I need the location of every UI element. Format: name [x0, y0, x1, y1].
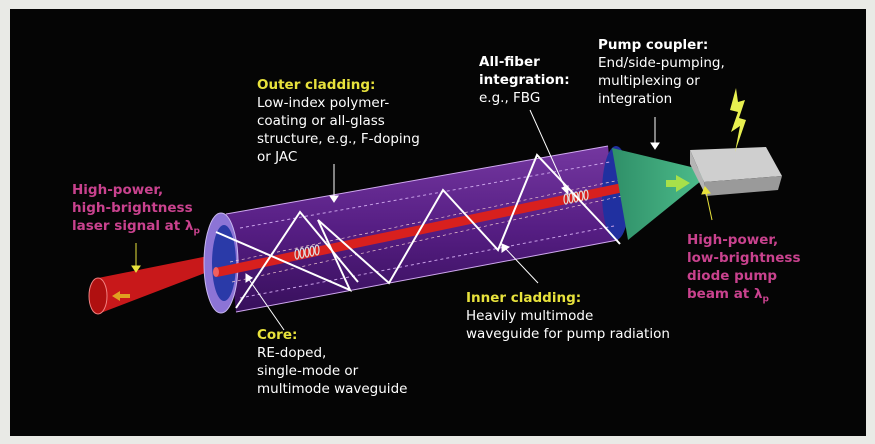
outer-cladding-label: Outer cladding: Low-index polymer- coati…	[257, 76, 420, 166]
subscript: p	[762, 294, 769, 305]
pump-diode-box	[690, 147, 782, 196]
label-line: multimode waveguide	[257, 381, 408, 397]
label-line: multiplexing or	[598, 73, 700, 89]
lightning-icon	[730, 88, 746, 152]
arrow-left-icon	[112, 291, 130, 301]
pump-beam-label: High-power, low-brightness diode pump be…	[687, 231, 801, 309]
label-line: Heavily multimode	[466, 308, 594, 324]
pump-ray-path-2	[235, 210, 359, 309]
label-line: beam at λ	[687, 286, 763, 302]
pointer-lines-yellow	[131, 186, 713, 273]
label-line: laser signal at λ	[72, 218, 194, 234]
core-heading: Core:	[257, 327, 298, 343]
label-line: structure, e.g., F-doping	[257, 131, 420, 147]
pump-coupler-label: Pump coupler: End/side-pumping, multiple…	[598, 36, 725, 108]
pump-coupler-cone	[612, 148, 712, 240]
label-line: High-power,	[687, 232, 779, 248]
pump-coupler-heading: Pump coupler:	[598, 37, 709, 53]
subscript: p	[193, 226, 200, 237]
core-label: Core: RE-doped, single-mode or multimode…	[257, 326, 407, 398]
label-line: High-power,	[72, 182, 164, 198]
inner-cladding-label: Inner cladding: Heavily multimode wavegu…	[466, 289, 670, 343]
pointer-lines	[245, 109, 660, 331]
label-line: integration	[598, 91, 673, 107]
inner-cladding-heading: Inner cladding:	[466, 290, 582, 306]
fbg-grating-left	[294, 244, 320, 260]
label-line: End/side-pumping,	[598, 55, 725, 71]
output-signal-cone	[88, 254, 218, 315]
outer-cladding-heading: Outer cladding:	[257, 77, 376, 93]
all-fiber-heading: All-fiber	[479, 54, 540, 70]
label-line: high-brightness	[72, 200, 193, 216]
label-line: e.g., FBG	[479, 90, 541, 106]
label-line: waveguide for pump radiation	[466, 326, 670, 342]
label-line: coating or all-glass	[257, 113, 385, 129]
label-line: diode pump	[687, 268, 778, 284]
all-fiber-heading: integration:	[479, 72, 570, 88]
label-line: Low-index polymer-	[257, 95, 390, 111]
label-line: or JAC	[257, 149, 298, 165]
signal-label: High-power, high-brightness laser signal…	[72, 181, 200, 241]
label-line: low-brightness	[687, 250, 801, 266]
label-line: RE-doped,	[257, 345, 327, 361]
label-line: single-mode or	[257, 363, 359, 379]
pump-ray-path	[215, 153, 621, 292]
arrow-left-icon	[666, 175, 690, 192]
all-fiber-label: All-fiber integration: e.g., FBG	[479, 53, 570, 107]
